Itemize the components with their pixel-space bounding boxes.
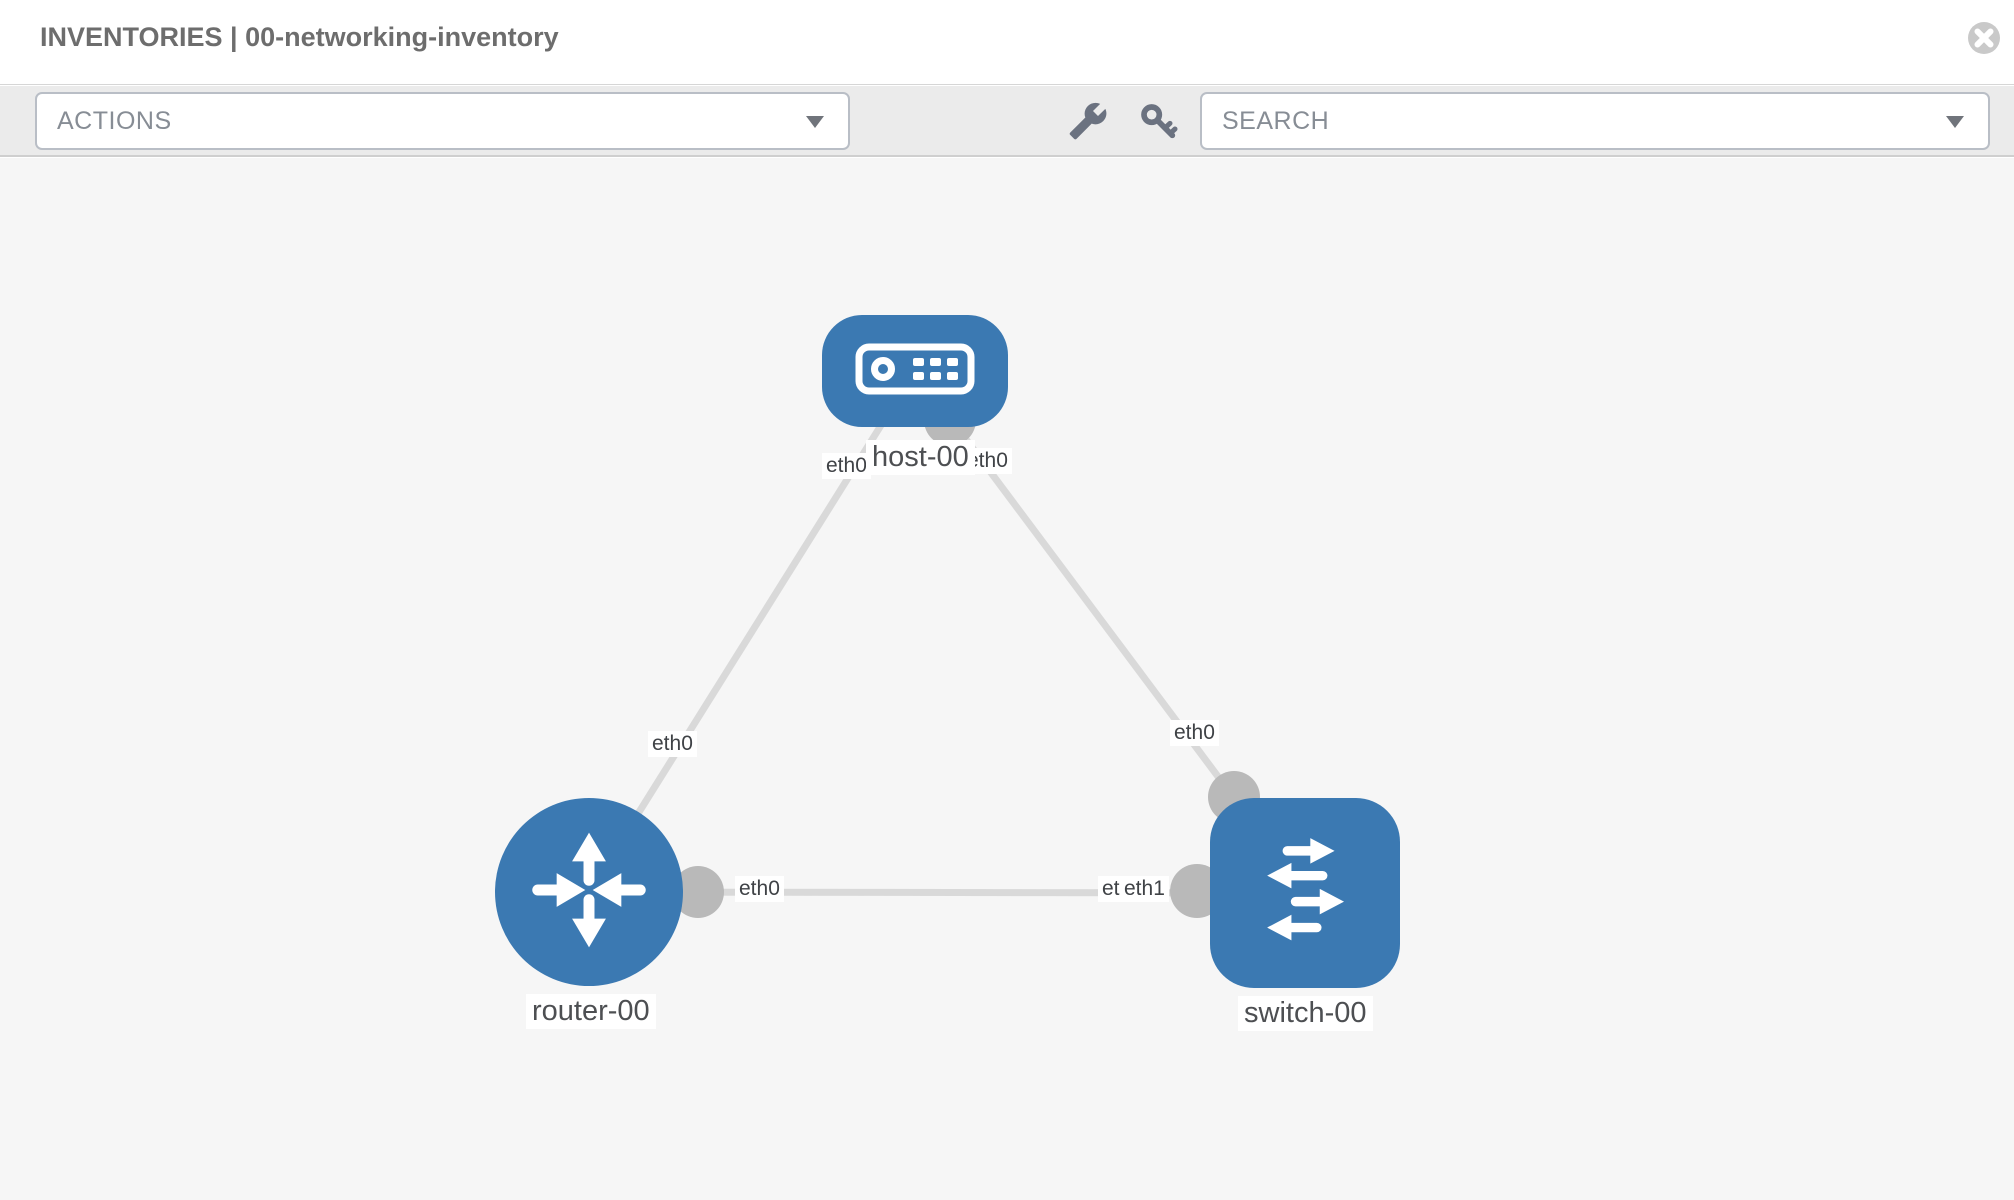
interface-label: eth0: [1170, 720, 1219, 746]
close-button[interactable]: [1966, 20, 2002, 56]
node-label-router: router-00: [526, 994, 656, 1029]
actions-dropdown[interactable]: ACTIONS: [35, 92, 850, 150]
caret-down-icon: [1946, 116, 1964, 128]
wrench-button[interactable]: [1066, 100, 1110, 144]
search-dropdown-value: SEARCH: [1222, 106, 1330, 135]
node-router-00[interactable]: [495, 798, 683, 986]
interface-label: eth0: [648, 731, 697, 757]
switch-icon: [1246, 832, 1364, 955]
actions-dropdown-value: ACTIONS: [57, 106, 172, 135]
key-icon: [1138, 103, 1178, 144]
interface-dot-router-right[interactable]: [672, 866, 724, 918]
node-label-switch: switch-00: [1238, 996, 1373, 1031]
toolbar: ACTIONS SEARCH: [0, 86, 2014, 157]
search-dropdown[interactable]: SEARCH: [1200, 92, 1990, 150]
caret-down-icon: [806, 116, 824, 128]
node-switch-00[interactable]: [1210, 798, 1400, 988]
header-bar: INVENTORIES | 00-networking-inventory: [0, 0, 2014, 85]
host-device-icon: [855, 341, 975, 402]
interface-label: eth0: [822, 453, 871, 479]
topology-links-layer: [586, 368, 1308, 918]
router-icon: [528, 829, 650, 956]
key-button[interactable]: [1136, 100, 1180, 144]
topology-canvas[interactable]: eth0 eth0 eth0 eth0 eth0 eth0 eth1 host-…: [0, 158, 2014, 1200]
times-circle-icon: [1966, 22, 2002, 59]
interface-label: eth1: [1120, 876, 1169, 902]
node-label-host: host-00: [866, 440, 975, 475]
wrench-icon: [1068, 102, 1108, 144]
node-host-00[interactable]: [822, 315, 1008, 427]
page-title: INVENTORIES | 00-networking-inventory: [40, 22, 559, 52]
interface-label: eth0: [735, 876, 784, 902]
